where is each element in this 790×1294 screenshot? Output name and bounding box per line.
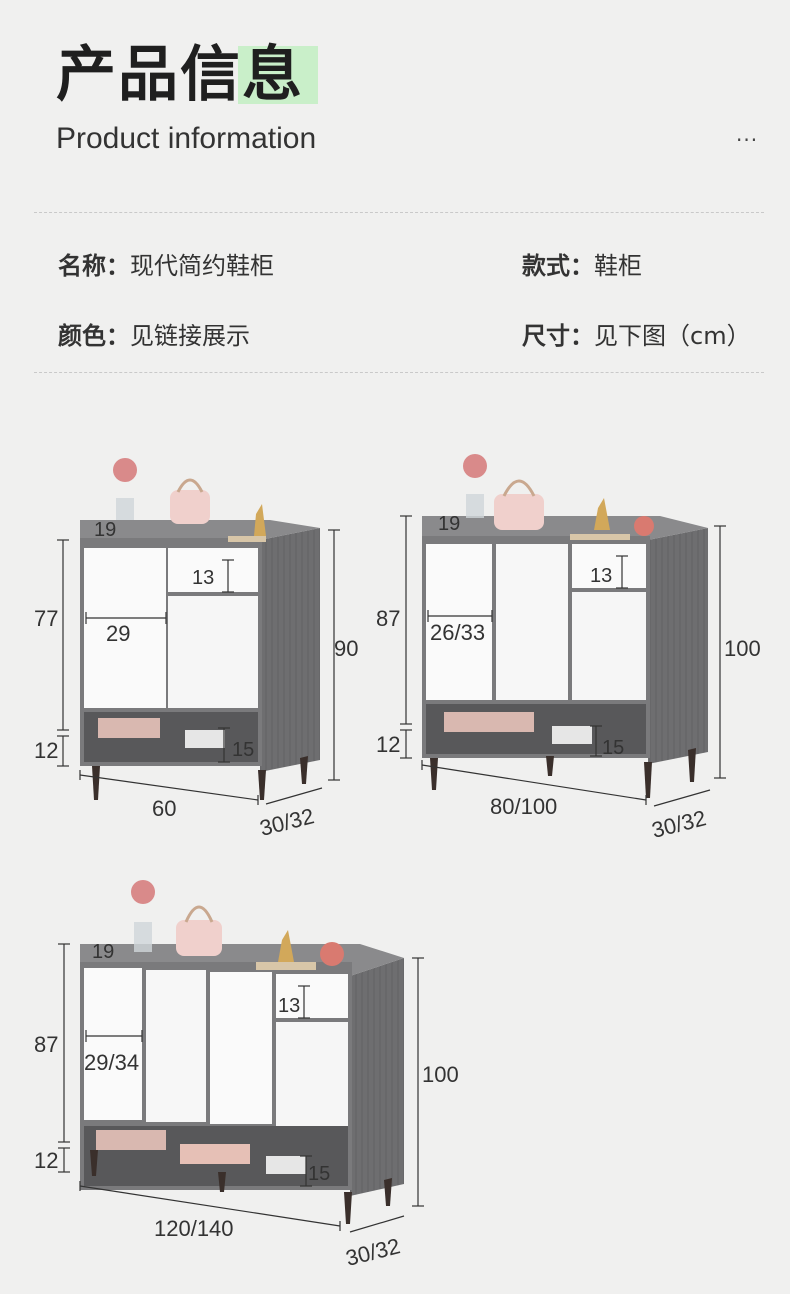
dim-shelf: 15 [602, 737, 624, 759]
divider-top [34, 212, 764, 213]
cabinet-door [276, 1022, 348, 1126]
cabinet-leg [546, 756, 554, 776]
title-cn: 产品信息 [56, 40, 304, 110]
handbag-handle [184, 905, 214, 923]
dim-leg-height: 12 [34, 738, 58, 763]
shoes [185, 730, 225, 748]
vase [466, 494, 484, 518]
dim-total-height: 100 [724, 636, 761, 661]
dim-drawer: 13 [590, 565, 612, 587]
dim-leg-height: 12 [376, 732, 400, 757]
dim-upper-height: 87 [376, 606, 400, 631]
divider-bottom [34, 372, 764, 373]
figurine [594, 498, 610, 530]
shoes [96, 1130, 166, 1150]
dim-door-width: 26/33 [430, 620, 485, 645]
decor-vase [634, 516, 654, 536]
ellipsis-icon[interactable]: ··· [736, 128, 759, 152]
dim-top-rail: 19 [94, 519, 116, 541]
cabinet-leg [644, 762, 652, 798]
spec-style: 款式：鞋柜 [522, 252, 642, 280]
cabinet-leg [90, 1150, 98, 1176]
books [570, 534, 630, 540]
cabinet-80-100: 87 12 100 80/100 30/32 26/33 13 15 19 [376, 454, 761, 843]
dim-shelf: 15 [308, 1163, 330, 1185]
dim-leg-height: 12 [34, 1148, 58, 1173]
dim-width: 120/140 [154, 1216, 234, 1241]
cabinet-door [426, 544, 492, 700]
cabinet-door [496, 544, 568, 700]
cabinet-60: 77 12 90 60 30/32 29 13 15 19 [34, 458, 358, 841]
shoes [444, 712, 534, 732]
dim-top-rail: 19 [438, 513, 460, 535]
dim-upper-height: 77 [34, 606, 58, 631]
cabinet-leg [430, 758, 438, 790]
books [228, 536, 266, 542]
cabinet-door [84, 968, 142, 1120]
cabinet-door [572, 592, 646, 700]
dim-width: 80/100 [490, 794, 557, 819]
vase [116, 498, 134, 520]
cabinet-door [146, 970, 206, 1122]
dim-depth: 30/32 [257, 803, 316, 841]
handbag-handle [502, 479, 536, 497]
cabinet-door [168, 596, 258, 708]
dim-width: 60 [152, 796, 176, 821]
spec-color: 颜色：见链接展示 [58, 322, 250, 350]
cabinet-side [648, 528, 708, 764]
dim-depth: 30/32 [649, 805, 708, 843]
cabinet-drawer [572, 544, 646, 588]
cabinet-leg [218, 1172, 226, 1192]
cabinet-drawer [276, 974, 348, 1018]
cabinet-leg [384, 1178, 392, 1206]
dim-drawer: 13 [192, 567, 214, 589]
dim-top-rail: 19 [92, 941, 114, 963]
dim-total-height: 100 [422, 1062, 459, 1087]
dim-upper-height: 87 [34, 1032, 58, 1057]
cabinet-leg [688, 748, 696, 782]
shoes [266, 1156, 306, 1174]
cabinet-side [350, 958, 404, 1196]
flowers [463, 454, 487, 478]
shoes [552, 726, 592, 744]
books [256, 962, 316, 970]
title-highlight [238, 46, 318, 104]
cabinet-120-140: 87 12 100 120/140 30/32 29/34 13 15 19 [34, 880, 459, 1271]
cabinet-side [260, 528, 320, 772]
cabinet-door [210, 972, 272, 1124]
title-en: Product information [56, 122, 317, 155]
dim-total-height: 90 [334, 636, 358, 661]
page-title: 产品信息 [56, 40, 318, 110]
cabinet-leg [258, 770, 266, 800]
cabinet-leg [300, 756, 308, 784]
shoes [180, 1144, 250, 1164]
handbag-handle [176, 478, 204, 493]
dim-door-width: 29/34 [84, 1050, 139, 1075]
cabinet-leg [344, 1192, 352, 1224]
vase [134, 922, 152, 952]
figurine [278, 930, 294, 962]
cabinet-drawer [168, 548, 258, 592]
flowers [131, 880, 155, 904]
dim-shelf: 15 [232, 739, 254, 761]
cabinet-leg [92, 766, 100, 800]
dim-door-width: 29 [106, 621, 130, 646]
flowers [113, 458, 137, 482]
dim-drawer: 13 [278, 995, 300, 1017]
spec-name: 名称：现代简约鞋柜 [58, 252, 274, 280]
decor-vase [320, 942, 344, 966]
figurine [254, 504, 266, 536]
shoes [98, 718, 160, 738]
dim-depth: 30/32 [343, 1233, 402, 1271]
handbag [494, 494, 544, 530]
cabinet-door [84, 548, 166, 708]
handbag [170, 490, 210, 524]
spec-size: 尺寸：见下图（cm） [522, 322, 751, 350]
handbag [176, 920, 222, 956]
